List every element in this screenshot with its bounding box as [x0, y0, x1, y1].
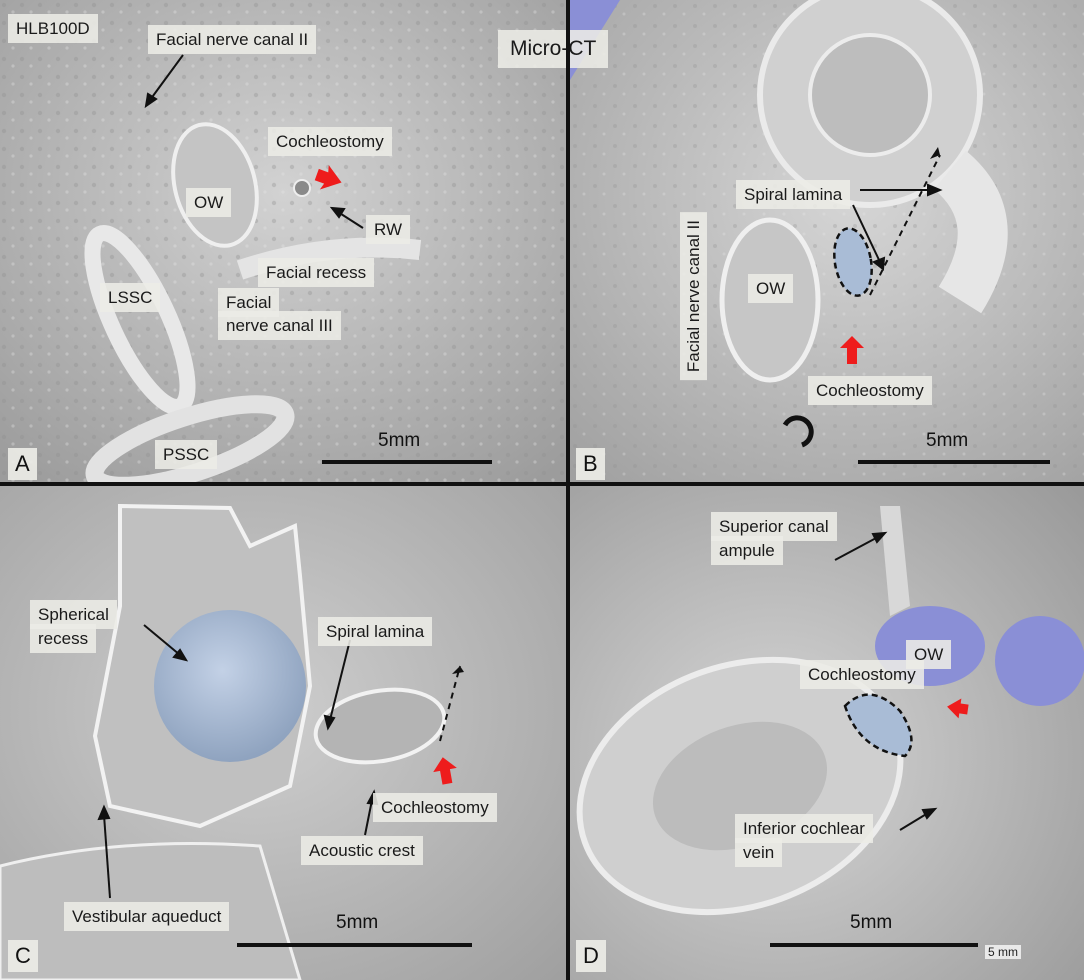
scale-bar-b	[858, 460, 1050, 464]
label-acoustic-crest: Acoustic crest	[301, 836, 423, 865]
panel-a-image	[0, 0, 566, 482]
modality-label: Micro-CT	[498, 30, 609, 68]
label-cochleostomy-a: Cochleostomy	[268, 127, 392, 156]
panel-d-image	[570, 486, 1084, 980]
panel-letter-b: B	[576, 448, 605, 480]
scale-label-c: 5mm	[336, 912, 379, 933]
label-ow-a: OW	[186, 188, 232, 217]
label-pssc: PSSC	[155, 440, 218, 469]
scale-label-a: 5mm	[378, 430, 421, 451]
label-facial-nerve-canal-ii-b: Facial nerve canal II	[680, 212, 707, 381]
label-cochleostomy-d: Cochleostomy	[800, 660, 924, 689]
label-facial-recess: Facial recess	[258, 258, 375, 287]
label-lssc: LSSC	[100, 283, 161, 312]
label-facial-nerve-canal-ii-a: Facial nerve canal II	[148, 25, 317, 54]
label-vestibular-aqueduct: Vestibular aqueduct	[64, 902, 230, 931]
panel-b	[570, 0, 1084, 482]
label-spiral-lamina-b: Spiral lamina	[736, 180, 851, 209]
specimen-id: HLB100D	[8, 14, 98, 43]
label-facial-nerve-canal-iii-2: nerve canal III	[218, 311, 341, 340]
label-cochleostomy-c: Cochleostomy	[373, 793, 497, 822]
label-spherical-recess-2: recess	[30, 624, 97, 653]
separator-horizontal	[0, 482, 1084, 486]
scale-label-d: 5mm	[850, 912, 893, 933]
scale-label-b: 5mm	[926, 430, 969, 451]
panel-c-image	[0, 486, 566, 980]
separator-vertical	[566, 0, 570, 980]
panel-a	[0, 0, 566, 482]
scale-bar-a	[322, 460, 492, 464]
label-spiral-lamina-c: Spiral lamina	[318, 617, 433, 646]
panel-c	[0, 486, 566, 980]
label-inferior-cochlear-vein-2: vein	[735, 838, 783, 867]
panel-letter-d: D	[576, 940, 606, 972]
label-cochleostomy-b: Cochleostomy	[808, 376, 932, 405]
panel-d	[570, 486, 1084, 980]
scale-bar-c	[237, 943, 472, 947]
label-ow-b: OW	[748, 274, 794, 303]
label-superior-canal-ampule-2: ampule	[711, 536, 783, 565]
label-rw: RW	[366, 215, 411, 244]
panel-letter-a: A	[8, 448, 37, 480]
panel-b-image	[570, 0, 1084, 482]
panel-letter-c: C	[8, 940, 38, 972]
scale-bar-d	[770, 943, 978, 947]
scale-label-d-small: 5 mm	[985, 945, 1021, 959]
